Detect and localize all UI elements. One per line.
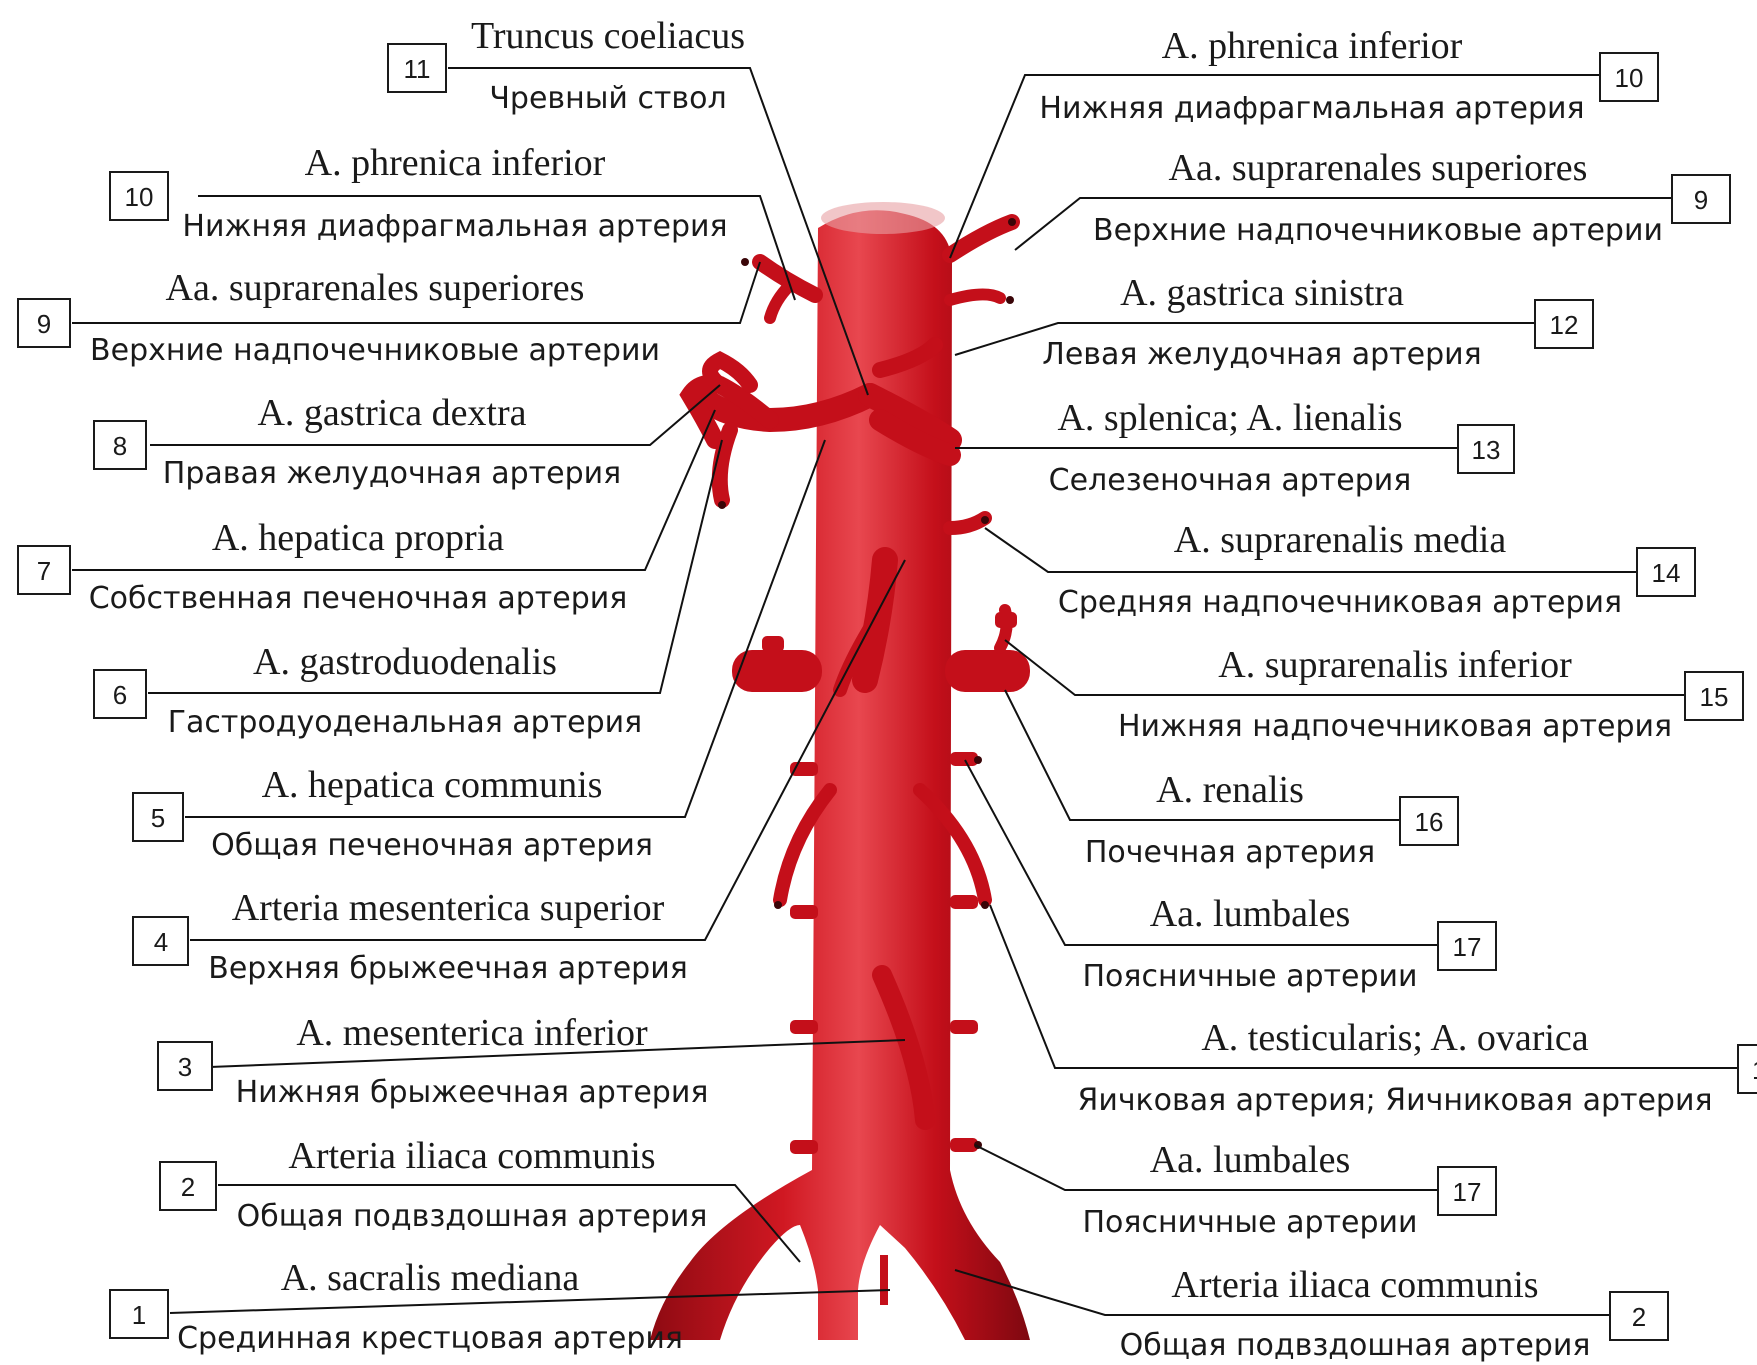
ru-testicularis: Яичковая артерия; Яичниковая артерия: [1077, 1083, 1712, 1118]
ru-phrenica-left: Нижняя диафрагмальная артерия: [182, 209, 727, 244]
ru-suprarenales-right: Верхние надпочечниковые артерии: [1093, 213, 1663, 248]
latin-lumbales-upper: Aa. lumbales: [1150, 893, 1351, 935]
num-2-left: 2: [181, 1172, 195, 1202]
latin-suprarenales-left: Aa. suprarenales superiores: [166, 267, 585, 309]
latin-hepatica-communis: A. hepatica communis: [262, 764, 603, 806]
latin-hepatica-propria: A. hepatica propria: [212, 517, 504, 559]
label-14: 14 A. suprarenalis media Средняя надпоче…: [1058, 519, 1695, 620]
num-7: 7: [37, 556, 51, 586]
phrenica-right: [950, 222, 1012, 255]
label-7: 7 A. hepatica propria Собственная печено…: [18, 517, 627, 616]
aorta-cut-top: [821, 202, 945, 234]
latin-iliaca-right: Arteria iliaca communis: [1171, 1264, 1538, 1306]
num-8: 8: [113, 431, 127, 461]
latin-testicularis: A. testicularis; A. ovarica: [1201, 1017, 1588, 1059]
suprarenal-sup-left: [770, 285, 790, 318]
latin-suprarenalis-inferior: A. suprarenalis inferior: [1218, 644, 1572, 686]
ru-hepatica-propria: Собственная печеночная артерия: [89, 581, 628, 616]
ru-lumbales-lower: Поясничные артерии: [1083, 1205, 1418, 1240]
ru-suprarenalis-inferior: Нижняя надпочечниковая артерия: [1118, 709, 1672, 744]
num-11: 11: [404, 54, 431, 84]
suprarenal-sup-right: [950, 294, 1000, 300]
num-2-right: 2: [1632, 1302, 1646, 1332]
num-4: 4: [154, 927, 168, 957]
num-9-right: 9: [1694, 185, 1708, 215]
latin-lumbales-lower: Aa. lumbales: [1150, 1139, 1351, 1181]
label-6: 6 A. gastroduodenalis Гастродуоденальная…: [94, 641, 642, 740]
num-5: 5: [151, 803, 165, 833]
latin-mes-inferior: A. mesenterica inferior: [296, 1012, 648, 1054]
ru-suprarenalis-media: Средняя надпочечниковая артерия: [1058, 585, 1622, 620]
latin-phrenica-right: A. phrenica inferior: [1162, 25, 1463, 67]
num-9-left: 9: [37, 309, 51, 339]
sacralis-mediana: [880, 1255, 888, 1305]
latin-gastroduodenalis: A. gastroduodenalis: [253, 641, 557, 683]
ru-iliaca-left: Общая подвздошная артерия: [237, 1199, 708, 1234]
num-15: 15: [1700, 682, 1729, 712]
num-17-upper: 17: [1453, 932, 1482, 962]
num-10-left: 10: [125, 182, 154, 212]
ru-suprarenales-left: Верхние надпочечниковые артерии: [90, 333, 660, 368]
suprarenal-media: [950, 518, 985, 528]
ru-renalis: Почечная артерия: [1085, 835, 1375, 870]
ru-splenica: Селезеночная артерия: [1049, 463, 1412, 498]
latin-phrenica-left: A. phrenica inferior: [305, 142, 606, 184]
ru-sacralis-mediana: Срединная крестцовая артерия: [177, 1321, 683, 1356]
label-2-right: 2 Arteria iliaca communis Общая подвздош…: [1120, 1264, 1668, 1363]
latin-gastrica-sinistra: A. gastrica sinistra: [1120, 272, 1404, 314]
label-3: 3 A. mesenterica inferior Нижняя брыжееч…: [158, 1012, 708, 1110]
ru-hepatica-communis: Общая печеночная артерия: [211, 828, 653, 863]
latin-truncus-coeliacus: Truncus coeliacus: [471, 15, 745, 57]
num-1: 1: [132, 1300, 146, 1330]
label-17-upper: 17 Aa. lumbales Поясничные артерии: [1083, 893, 1496, 994]
label-5: 5 A. hepatica communis Общая печеночная …: [133, 764, 653, 863]
label-4: 4 Arteria mesenterica superior Верхняя б…: [133, 887, 688, 986]
ru-lumbales-upper: Поясничные артерии: [1083, 959, 1418, 994]
ru-gastroduodenalis: Гастродуоденальная артерия: [168, 705, 642, 740]
ru-gastrica-dextra: Правая желудочная артерия: [163, 456, 621, 491]
label-9-left: 9 Aa. suprarenales superiores Верхние на…: [18, 267, 660, 368]
latin-suprarenales-right: Aa. suprarenales superiores: [1169, 147, 1588, 189]
latin-sacralis-mediana: A. sacralis mediana: [281, 1257, 580, 1299]
num-6: 6: [113, 680, 127, 710]
num-10-right: 10: [1615, 63, 1644, 93]
num-17-lower: 17: [1453, 1177, 1482, 1207]
label-10-left: 10 A. phrenica inferior Нижняя диафрагма…: [110, 142, 728, 244]
label-11: 11 Truncus coeliacus Чревный ствол: [388, 15, 745, 116]
ru-phrenica-right: Нижняя диафрагмальная артерия: [1039, 91, 1584, 126]
latin-mes-superior: Arteria mesenterica superior: [232, 887, 665, 929]
latin-gastrica-dextra: A. gastrica dextra: [257, 392, 526, 434]
ru-iliaca-right: Общая подвздошная артерия: [1120, 1328, 1591, 1363]
aorta-illustration: [650, 202, 1030, 1340]
latin-renalis: A. renalis: [1156, 769, 1304, 811]
num-14: 14: [1652, 558, 1681, 588]
ru-truncus-coeliacus: Чревный ствол: [489, 81, 726, 116]
ru-mes-inferior: Нижняя брыжеечная артерия: [236, 1075, 709, 1110]
latin-suprarenalis-media: A. suprarenalis media: [1174, 519, 1507, 561]
latin-iliaca-left: Arteria iliaca communis: [288, 1135, 655, 1177]
num-13: 13: [1472, 435, 1501, 465]
num-12: 12: [1550, 310, 1579, 340]
num-18: 1: [1752, 1055, 1757, 1085]
ru-mes-superior: Верхняя брыжеечная артерия: [208, 951, 688, 986]
label-8: 8 A. gastrica dextra Правая желудочная а…: [94, 392, 621, 491]
ru-gastrica-sinistra: Левая желудочная артерия: [1042, 337, 1481, 372]
num-16: 16: [1415, 807, 1444, 837]
num-3: 3: [178, 1052, 192, 1082]
latin-splenica: A. splenica; A. lienalis: [1057, 397, 1402, 439]
renal-artery-right: [945, 650, 1030, 692]
